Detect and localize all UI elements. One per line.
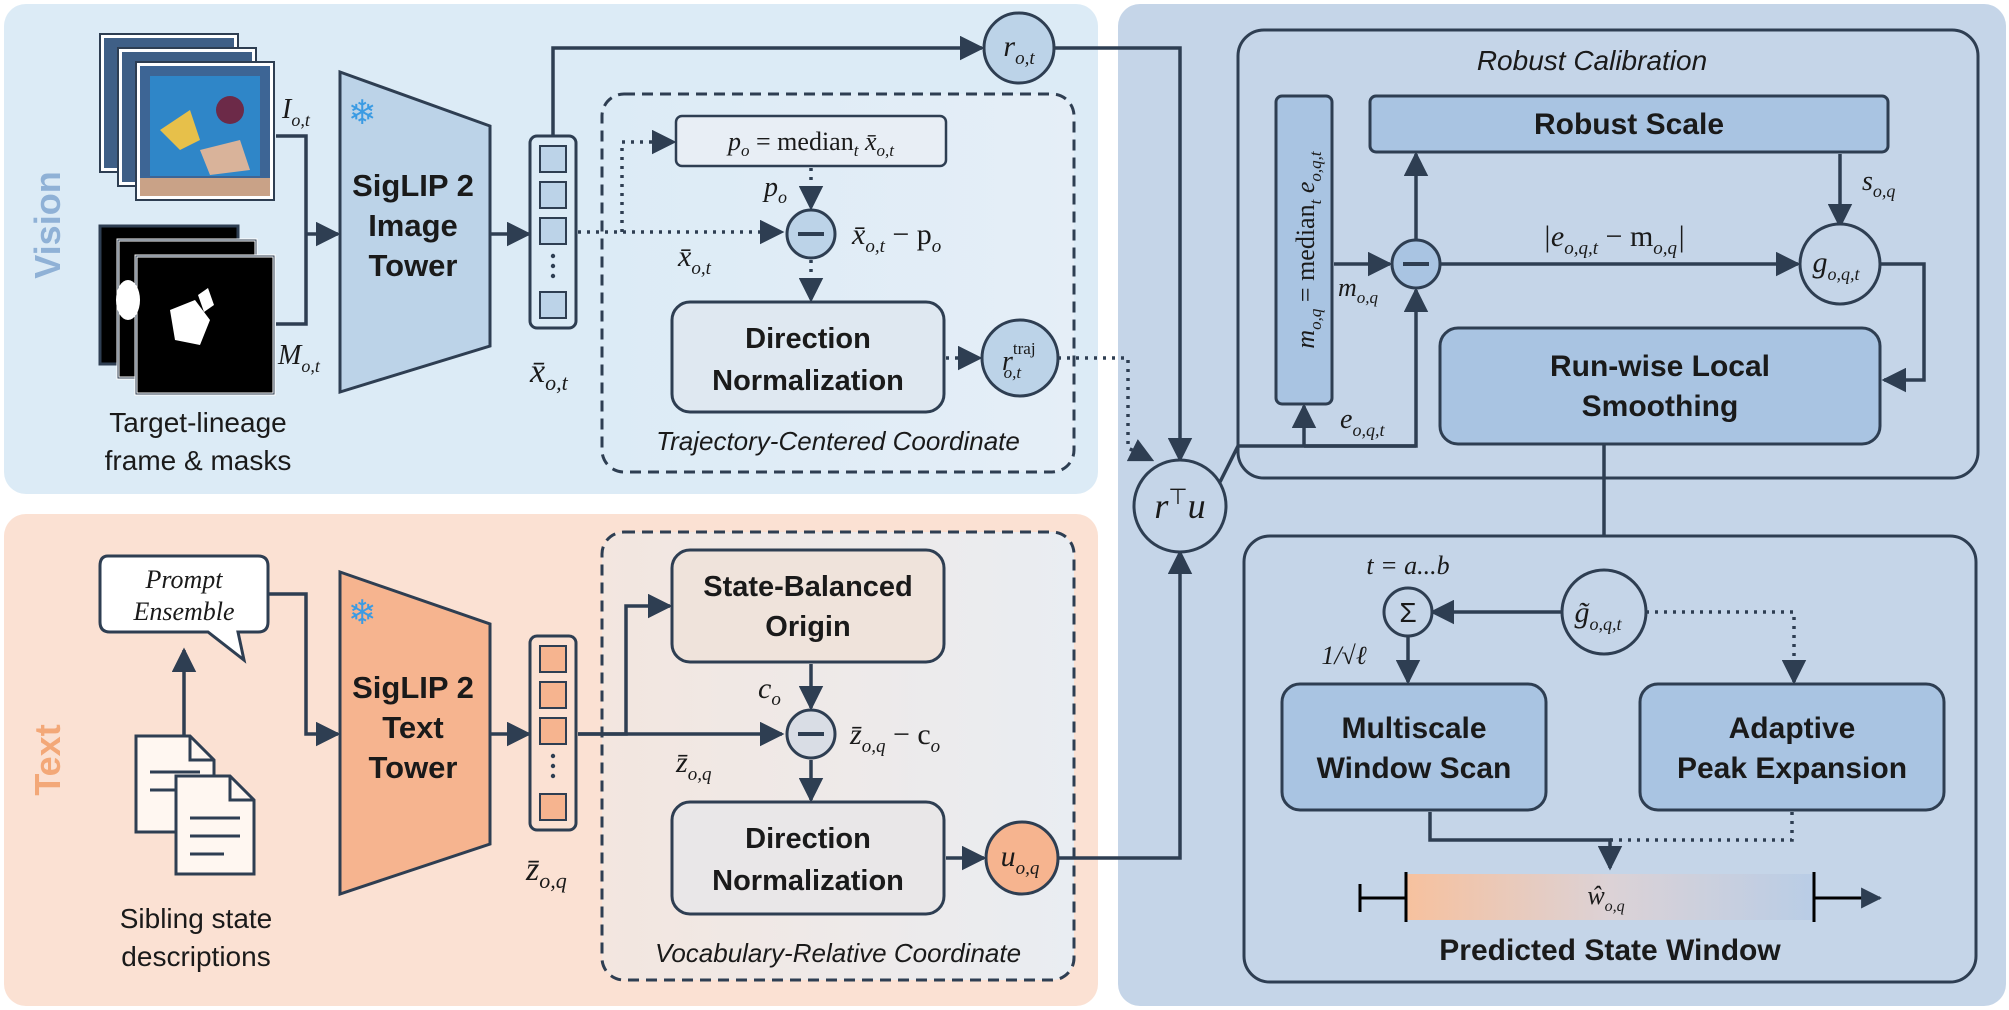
mask-stack — [98, 224, 276, 396]
robust-calibration-title: Robust Calibration — [1477, 45, 1707, 76]
image-tower-line1: SigLIP 2 — [352, 168, 474, 203]
g-to-smoothing-arrow — [1880, 262, 1926, 393]
fusion-label: r⊤u — [1154, 484, 1205, 526]
prompt-ensemble-line2: Ensemble — [132, 597, 234, 626]
u-to-fusion-arrow — [1058, 549, 1193, 860]
text-tower-line3: Tower — [369, 750, 458, 785]
centered-x-label: x̄o,t − po — [851, 218, 941, 257]
trajectory-coordinate-label: Trajectory-Centered Coordinate — [656, 426, 1020, 456]
abs-deviation-label: |eo,q,t − mo,q| — [1543, 220, 1686, 259]
p-label: po — [762, 172, 787, 207]
state-balanced-origin-box — [670, 548, 946, 664]
mask-connector — [276, 234, 308, 326]
r-node-label: ro,t — [1003, 30, 1035, 69]
text-direction-line2: Normalization — [712, 865, 904, 897]
image-tower-line2: Image — [368, 208, 458, 243]
smoothing-line2: Smoothing — [1582, 390, 1739, 423]
median-column-label: mo,q = mediant eo,q,t — [1291, 150, 1325, 349]
sum-symbol: Σ — [1399, 597, 1416, 628]
prompt-to-tower-arrow — [268, 592, 341, 747]
median-column-box — [1274, 94, 1334, 406]
text-tower — [338, 569, 492, 897]
frame-stack — [99, 33, 275, 201]
m-label: mo,q — [1338, 273, 1379, 307]
feature-to-r-arrow — [551, 35, 985, 136]
vision-panel-label: Vision — [27, 171, 68, 278]
image-input-label: Io,t — [281, 94, 311, 130]
window-scan-box — [1242, 534, 1978, 984]
vision-direction-line1: Direction — [745, 323, 871, 355]
robust-scale-label: Robust Scale — [1534, 108, 1724, 141]
text-tower-line2: Text — [382, 710, 443, 745]
z-label: z̄o,q — [675, 746, 712, 785]
text-feature-label: z̄o,q — [525, 851, 567, 893]
fusion-node — [1132, 458, 1228, 554]
multiscale-line2: Window Scan — [1317, 752, 1512, 785]
robust-scale-box — [1368, 94, 1890, 154]
text-panel-label: Text — [27, 724, 68, 795]
origin-line1: State-Balanced — [703, 571, 913, 603]
image-tower-line3: Tower — [369, 248, 458, 283]
text-direction-line1: Direction — [745, 823, 871, 855]
image-tower — [338, 69, 492, 395]
x-label: x̄o,t — [677, 240, 712, 279]
vision-direction-line2: Normalization — [712, 365, 904, 397]
origin-line2: Origin — [765, 611, 850, 643]
document-icon — [134, 734, 256, 876]
snowflake-icon: ❄ — [348, 94, 377, 132]
r-to-fusion-arrow — [1054, 46, 1193, 463]
text-feature-vector — [528, 634, 578, 832]
prompt-ensemble-bubble — [98, 554, 270, 664]
image-feature-label: x̄o,t — [529, 353, 569, 395]
smoothing-line1: Run-wise Local — [1550, 350, 1770, 383]
multiscale-window-scan-box — [1280, 682, 1548, 812]
window-label: ŵo,q — [1587, 881, 1624, 915]
predicted-window-bar — [1406, 874, 1814, 920]
predicted-window-caption: Predicted State Window — [1439, 934, 1781, 967]
median-box-label: po = mediant x̄o,t — [726, 127, 895, 160]
adaptive-line2: Peak Expansion — [1677, 752, 1907, 785]
feature-to-median-arrow — [620, 129, 677, 232]
vision-direction-normalization — [670, 300, 946, 414]
adaptive-line1: Adaptive — [1729, 712, 1856, 745]
input-caption-line2: frame & masks — [105, 445, 292, 476]
e-to-subtract-arrow — [1304, 287, 1429, 448]
desc-caption-line1: Sibling state — [120, 903, 273, 934]
multiscale-line1: Multiscale — [1341, 712, 1486, 745]
e-label: eo,q,t — [1340, 404, 1385, 440]
vocabulary-coordinate-label: Vocabulary-Relative Coordinate — [655, 938, 1021, 968]
desc-caption-line2: descriptions — [121, 941, 270, 972]
text-tower-line1: SigLIP 2 — [352, 670, 474, 705]
rtraj-node — [980, 318, 1060, 398]
sum-range: t = a...b — [1366, 551, 1449, 580]
multiscale-to-window-arrow — [1428, 812, 1623, 871]
u-node-label: uo,q — [1001, 840, 1040, 879]
g-node-label: go,q,t — [1812, 246, 1860, 284]
text-direction-normalization — [670, 800, 946, 916]
c-label: co — [758, 672, 781, 710]
adaptive-peak-expansion-box — [1638, 682, 1946, 812]
rtraj-to-fusion-arrow — [1058, 356, 1155, 462]
gtilde-node-label: g̃o,q,t — [1574, 596, 1622, 634]
run-wise-smoothing-box — [1438, 326, 1882, 446]
adaptive-to-window-arrow — [1610, 812, 1794, 842]
mask-input-label: Mo,t — [277, 340, 321, 376]
frame-connector — [276, 134, 308, 234]
snowflake-icon: ❄ — [348, 594, 377, 632]
centered-z-label: z̄o,q − co — [849, 718, 940, 757]
s-label: so,q — [1862, 166, 1895, 201]
image-feature-vector — [528, 134, 578, 330]
prompt-ensemble-line1: Prompt — [144, 565, 223, 594]
scale-factor: 1/√ℓ — [1321, 641, 1366, 670]
input-caption-line1: Target-lineage — [109, 407, 286, 438]
